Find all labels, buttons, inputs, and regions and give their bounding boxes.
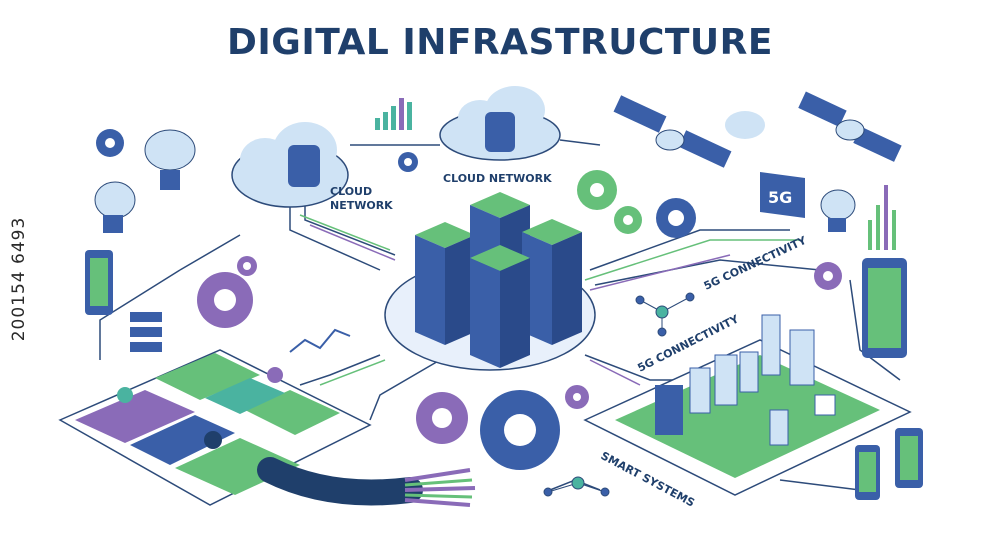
gear-icon — [480, 390, 560, 470]
gear-icon — [398, 152, 418, 172]
fiber-cable — [257, 457, 476, 507]
gear-icon — [96, 129, 124, 157]
fiveg-connectivity-label-1: 5G CONNECTIVITY — [702, 233, 810, 292]
gear-icon — [814, 262, 842, 290]
fiveg-badge-text: 5G — [768, 188, 792, 207]
purple-flow-lines — [309, 224, 731, 386]
node-graph-icon — [543, 476, 610, 497]
list-icon — [130, 312, 162, 352]
phone-icon — [85, 250, 113, 315]
cloud-network-label-line2: NETWORK — [330, 199, 393, 212]
cloud-small — [725, 111, 765, 139]
cloud-left — [231, 122, 349, 208]
connection-lines — [99, 139, 901, 491]
gear-icon — [656, 198, 696, 238]
line-graph-icon — [289, 328, 351, 353]
page-title: DIGITAL INFRASTRUCTURE — [227, 22, 773, 63]
bar-chart-icon — [375, 98, 412, 130]
smart-city — [583, 314, 912, 496]
gear-icon — [197, 272, 253, 328]
server-rack-3 — [522, 219, 582, 345]
node-graph-icon — [635, 292, 695, 337]
city-map — [58, 349, 372, 506]
fiveg-badge-icon: 5G — [760, 172, 805, 218]
satellite-left-icon — [613, 95, 732, 168]
phone-icon — [855, 445, 880, 500]
bar-chart-icon — [868, 185, 896, 250]
satellite-dish-icon — [820, 189, 856, 232]
satellite-right-icon — [798, 91, 902, 162]
server-rack-1 — [415, 222, 475, 345]
satellite-dish-icon — [94, 181, 136, 233]
gear-icon — [614, 206, 642, 234]
cloud-top — [439, 86, 561, 161]
gear-icon — [416, 392, 468, 444]
tablet-icon — [862, 258, 907, 358]
cloud-network-label-line1: CLOUD — [330, 185, 372, 198]
server-rack-4 — [470, 245, 530, 368]
green-flow-lines — [299, 214, 800, 386]
gear-icon — [237, 256, 257, 276]
phone-icon — [895, 428, 923, 488]
gear-icon — [577, 170, 617, 210]
gear-icon — [565, 385, 589, 409]
cloud-network-label-top: CLOUD NETWORK — [443, 172, 552, 185]
satellite-dish-icon — [144, 129, 196, 190]
